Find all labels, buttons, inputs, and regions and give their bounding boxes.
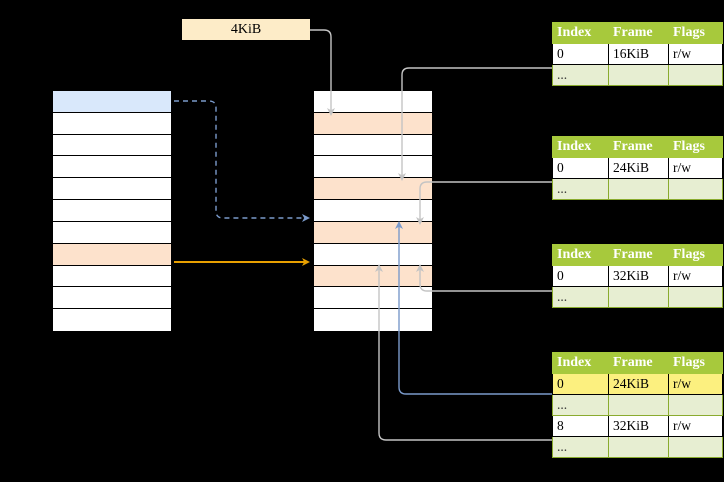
column-header-frame: Frame — [608, 244, 669, 266]
cell-frame-3 — [608, 436, 669, 458]
cell-frame-1 — [608, 286, 669, 308]
virtual-page-cell-9[interactable] — [53, 287, 171, 310]
virtual-page-cell-0[interactable] — [53, 91, 171, 113]
table-row[interactable]: ... — [552, 394, 723, 416]
cell-frame-1 — [608, 394, 669, 416]
cell-flags-3 — [668, 436, 723, 458]
column-header-flags: Flags — [668, 352, 723, 374]
cell-flags-0: r/w — [668, 373, 723, 395]
virtual-page-cell-10[interactable] — [53, 309, 171, 331]
table-row[interactable]: ... — [552, 64, 723, 86]
physical-frame-cell-8[interactable] — [314, 265, 432, 288]
cell-flags-2: r/w — [668, 415, 723, 437]
physical-memory-column — [313, 90, 433, 331]
physical-frame-cell-5[interactable] — [314, 200, 432, 222]
cell-frame-0: 16KiB — [608, 43, 669, 65]
cell-frame-0: 24KiB — [608, 157, 669, 179]
column-header-index: Index — [552, 136, 609, 158]
virtual-page-cell-7[interactable] — [53, 243, 171, 266]
wire-table3-to-memory — [416, 264, 552, 292]
table-row[interactable]: ... — [552, 436, 723, 458]
virtual-page-cell-6[interactable] — [53, 221, 171, 244]
cell-flags-1 — [668, 64, 723, 86]
cell-index-1: ... — [552, 394, 609, 416]
column-header-flags: Flags — [668, 22, 723, 44]
column-header-frame: Frame — [608, 352, 669, 374]
page-size-label: 4KiB — [182, 19, 310, 40]
physical-frame-cell-7[interactable] — [314, 243, 432, 266]
physical-frame-cell-1[interactable] — [314, 112, 432, 135]
cell-index-1: ... — [552, 64, 609, 86]
cell-flags-0: r/w — [668, 157, 723, 179]
cell-frame-0: 32KiB — [608, 265, 669, 287]
cell-frame-2: 32KiB — [608, 415, 669, 437]
physical-frame-cell-6[interactable] — [314, 221, 432, 244]
column-header-index: Index — [552, 352, 609, 374]
wire-table2-to-memory — [416, 181, 552, 225]
virtual-page-cell-4[interactable] — [53, 178, 171, 201]
physical-frame-cell-0[interactable] — [314, 91, 432, 113]
cell-flags-0: r/w — [668, 43, 723, 65]
physical-frame-cell-3[interactable] — [314, 156, 432, 179]
column-header-index: Index — [552, 244, 609, 266]
cell-frame-1 — [608, 64, 669, 86]
physical-frame-cell-10[interactable] — [314, 309, 432, 331]
physical-frame-cell-4[interactable] — [314, 178, 432, 201]
virtual-page-cell-1[interactable] — [53, 112, 171, 135]
cell-index-0: 0 — [552, 373, 609, 395]
cell-index-2: 8 — [552, 415, 609, 437]
wire-virtual-page-to-frame — [174, 100, 310, 222]
cell-flags-1 — [668, 178, 723, 200]
cell-flags-1 — [668, 394, 723, 416]
cell-index-3: ... — [552, 436, 609, 458]
column-header-frame: Frame — [608, 136, 669, 158]
virtual-address-space-column — [52, 90, 172, 331]
table-row[interactable]: ... — [552, 286, 723, 308]
physical-frame-cell-9[interactable] — [314, 287, 432, 310]
cell-flags-1 — [668, 286, 723, 308]
cell-index-1: ... — [552, 178, 609, 200]
cell-index-0: 0 — [552, 265, 609, 287]
column-header-flags: Flags — [668, 136, 723, 158]
cell-frame-1 — [608, 178, 669, 200]
cell-index-0: 0 — [552, 43, 609, 65]
table-row[interactable]: ... — [552, 178, 723, 200]
virtual-page-cell-2[interactable] — [53, 134, 171, 157]
column-header-flags: Flags — [668, 244, 723, 266]
cell-index-0: 0 — [552, 157, 609, 179]
cell-flags-0: r/w — [668, 265, 723, 287]
virtual-page-cell-8[interactable] — [53, 265, 171, 288]
cell-frame-0: 24KiB — [608, 373, 669, 395]
virtual-page-cell-5[interactable] — [53, 200, 171, 222]
column-header-index: Index — [552, 22, 609, 44]
cell-index-1: ... — [552, 286, 609, 308]
column-header-frame: Frame — [608, 22, 669, 44]
physical-frame-cell-2[interactable] — [314, 134, 432, 157]
virtual-page-cell-3[interactable] — [53, 156, 171, 179]
